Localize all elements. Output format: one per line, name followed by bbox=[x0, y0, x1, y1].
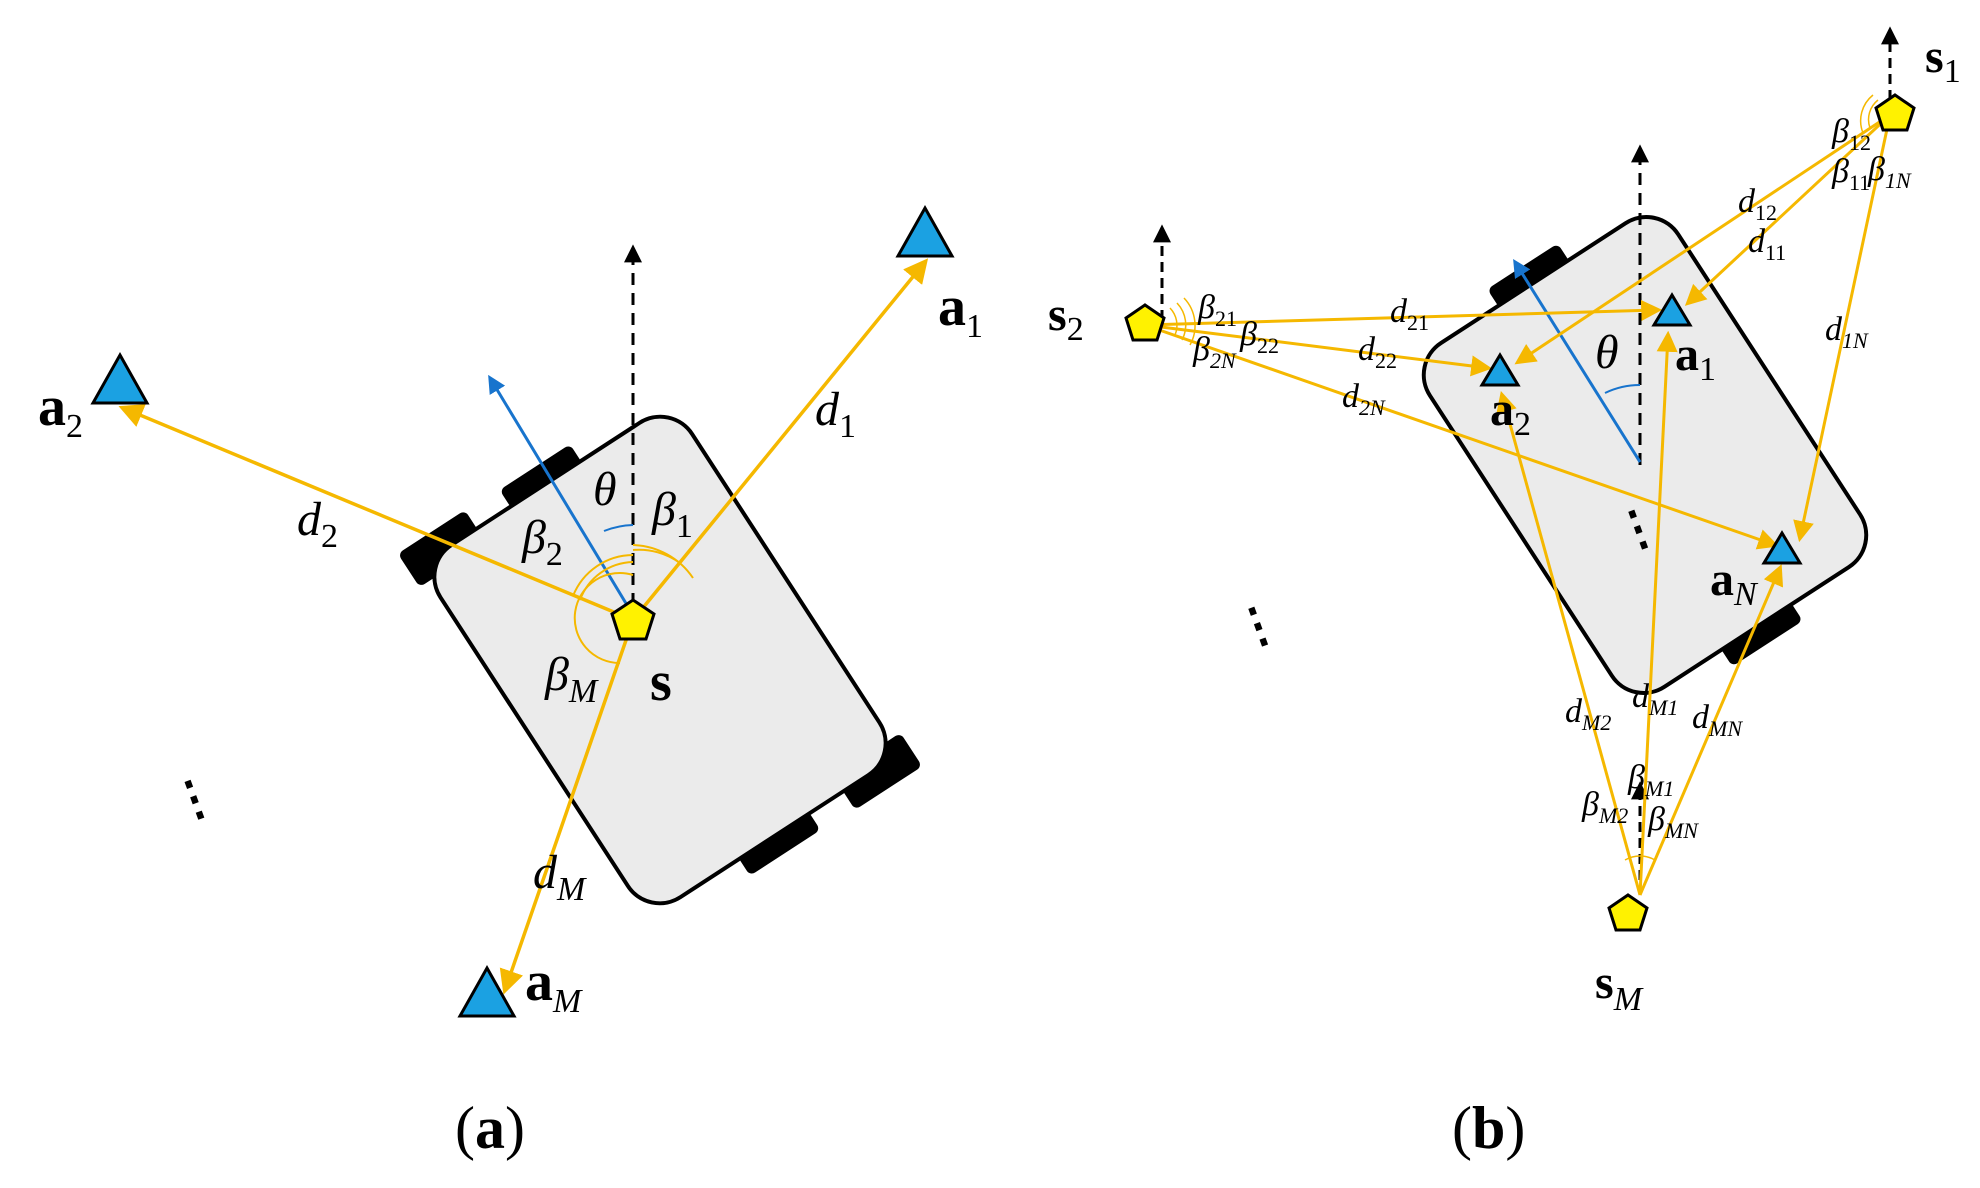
wheel-a-4 bbox=[835, 735, 920, 808]
label-b12: β12 bbox=[1831, 113, 1871, 155]
label-d2: d2 bbox=[297, 493, 338, 555]
label-b2N: β2N bbox=[1192, 331, 1237, 373]
line-sM-a1 bbox=[1638, 330, 1678, 896]
label-sM: sM bbox=[1595, 956, 1644, 1018]
caption-b: (b) bbox=[1452, 1095, 1525, 1161]
line-s-aM bbox=[499, 619, 635, 995]
heading-arrow-a bbox=[488, 374, 635, 616]
anchor-a2 bbox=[90, 351, 150, 405]
anchor-b-a2 bbox=[1479, 352, 1521, 387]
label-bM1: βM1 bbox=[1627, 759, 1674, 801]
theta-arc-a bbox=[603, 524, 634, 532]
line-s1-a2 bbox=[1514, 113, 1891, 365]
caption-a: (a) bbox=[455, 1095, 525, 1161]
label-dM2: dM2 bbox=[1565, 693, 1611, 735]
anchor-aM bbox=[457, 964, 517, 1018]
line-sM-aN bbox=[1638, 564, 1784, 896]
label-dMN: dMN bbox=[1692, 699, 1743, 741]
heading-arrow-b bbox=[1513, 258, 1642, 463]
label-b-a2: a2 bbox=[1490, 383, 1531, 443]
label-d1: d1 bbox=[815, 383, 856, 445]
beta2-arc-a bbox=[572, 554, 634, 597]
label-aM: aM bbox=[525, 951, 583, 1020]
line-s2-aN bbox=[1144, 323, 1779, 550]
label-dM1: dM1 bbox=[1632, 678, 1678, 720]
beta-arcs-s2 bbox=[1169, 297, 1196, 346]
dots-a: ⋮ bbox=[163, 766, 226, 832]
anchor-b-aN bbox=[1761, 530, 1803, 565]
sensor-s1 bbox=[1874, 93, 1916, 132]
label-a2: a2 bbox=[38, 376, 83, 445]
label-b22: β22 bbox=[1239, 316, 1279, 358]
robot-body-b bbox=[1421, 215, 1869, 695]
line-s2-a1 bbox=[1144, 299, 1663, 327]
label-d12: d12 bbox=[1738, 183, 1777, 225]
robot-body-a bbox=[432, 414, 888, 906]
label-d1N: d1N bbox=[1825, 311, 1869, 353]
label-b-a1: a1 bbox=[1675, 328, 1716, 388]
sensor-s2 bbox=[1124, 303, 1166, 342]
beta-arcs-s1 bbox=[1859, 94, 1879, 134]
label-bM2: βM2 bbox=[1581, 786, 1628, 828]
label-theta-b: θ bbox=[1595, 326, 1619, 379]
line-s1-a1 bbox=[1684, 113, 1892, 306]
dots-b-left: ⋮ bbox=[1226, 593, 1289, 659]
label-b1N: β1N bbox=[1867, 151, 1912, 193]
anchor-b-a1 bbox=[1651, 292, 1693, 327]
label-s1: s1 bbox=[1925, 30, 1961, 90]
label-b11: β11 bbox=[1831, 153, 1870, 195]
beta-arcs-sM bbox=[1624, 855, 1656, 861]
label-beta2-a: β2 bbox=[521, 511, 563, 573]
anchor-a1 bbox=[895, 204, 955, 258]
label-dM: dM bbox=[533, 846, 587, 908]
robot-a bbox=[400, 414, 920, 906]
panel-b: s1 s2 sM a1 a2 aN θ d12 d11 d1N d21 d22 … bbox=[1048, 26, 1961, 1161]
label-d21: d21 bbox=[1390, 293, 1429, 335]
sensor-sM bbox=[1607, 893, 1649, 932]
label-d11: d11 bbox=[1748, 223, 1786, 265]
label-betaM-a: βM bbox=[544, 648, 599, 710]
line-s-a1 bbox=[631, 258, 929, 622]
panel-a: s a1 a2 aM d1 d2 dM θ β1 β2 βM ⋮ (a) bbox=[38, 204, 983, 1161]
betaM-arc-a bbox=[573, 572, 634, 665]
label-a1: a1 bbox=[938, 276, 983, 345]
label-b-aN: aN bbox=[1710, 553, 1759, 613]
line-s1-aN bbox=[1793, 114, 1892, 543]
line-s2-a2 bbox=[1144, 323, 1493, 377]
label-s2: s2 bbox=[1048, 288, 1084, 348]
beta1-arc-a-outer bbox=[632, 544, 694, 579]
line-sM-a2 bbox=[1496, 390, 1642, 896]
label-d2N: d2N bbox=[1342, 378, 1386, 420]
label-theta-a: θ bbox=[593, 463, 617, 516]
robot-b bbox=[1421, 215, 1869, 695]
label-d22: d22 bbox=[1358, 331, 1397, 373]
sensor-s bbox=[610, 598, 656, 641]
label-beta1-a: β1 bbox=[651, 483, 693, 545]
line-s-a2 bbox=[118, 404, 634, 622]
label-b21: β21 bbox=[1197, 289, 1237, 331]
label-s: s bbox=[650, 651, 672, 713]
label-bMN: βMN bbox=[1647, 801, 1699, 843]
wheel-a-3 bbox=[400, 512, 485, 585]
theta-arc-b bbox=[1604, 383, 1641, 394]
